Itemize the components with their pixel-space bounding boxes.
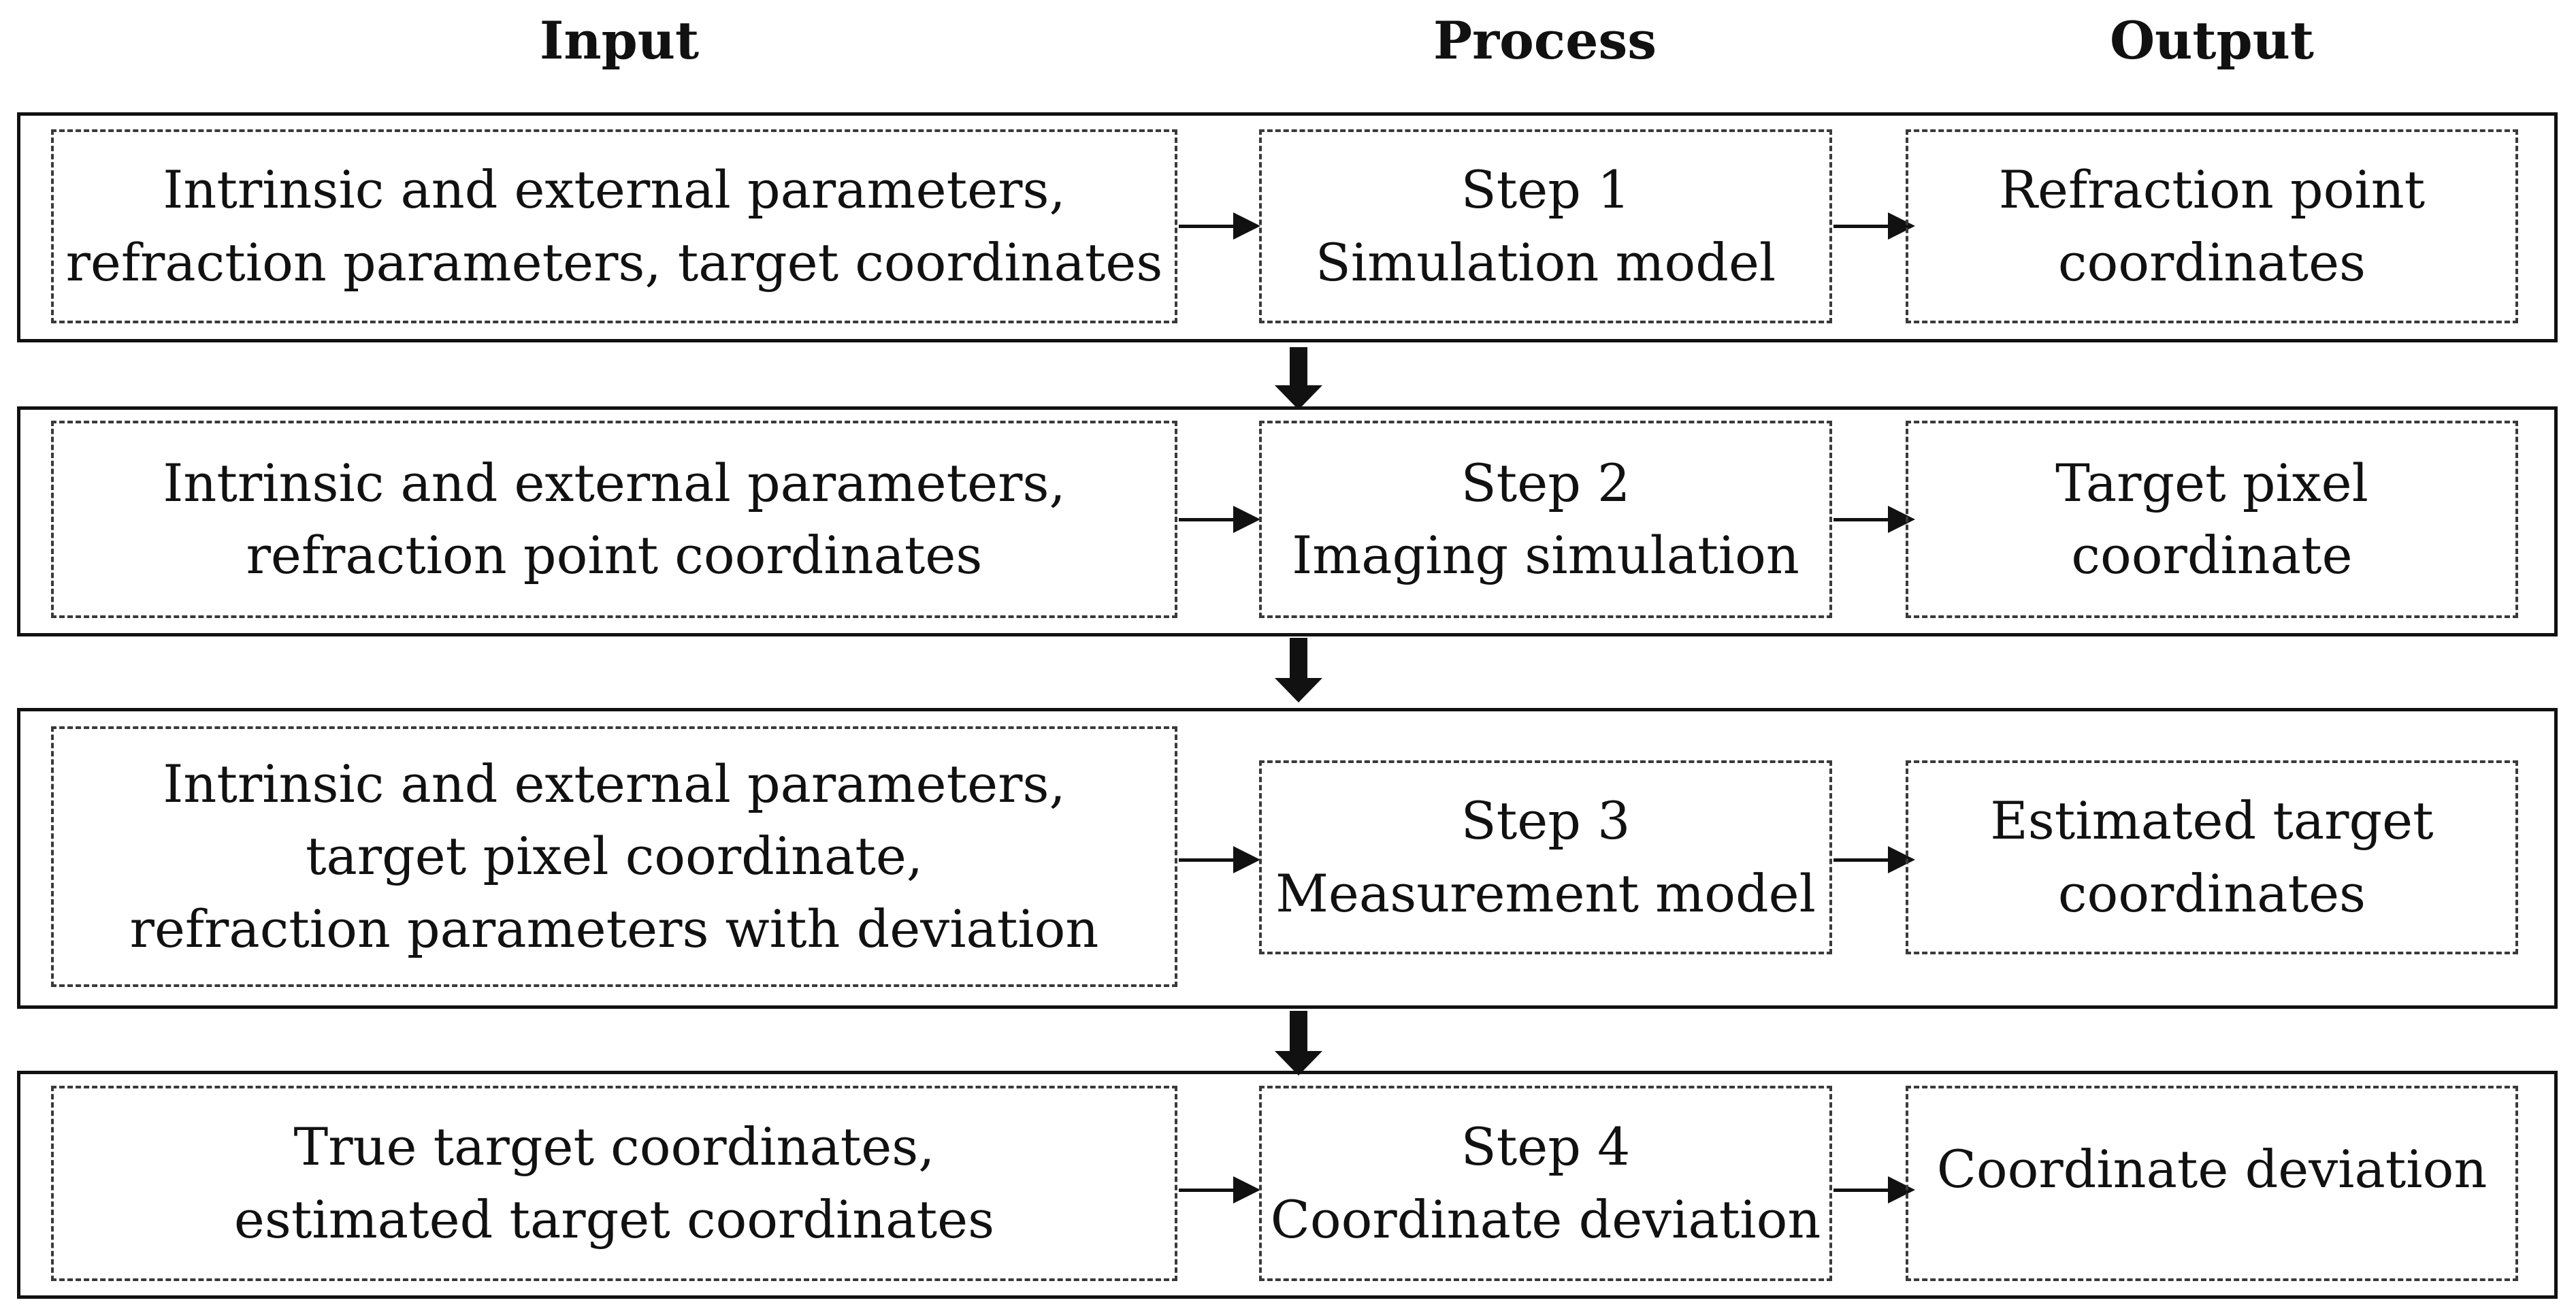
step-2-output-box: Target pixel coordinate bbox=[1906, 421, 2518, 618]
step-1-process-to-output-arrow bbox=[1833, 212, 1915, 240]
step-3-process-to-output-arrow bbox=[1833, 846, 1915, 873]
step-2-to-step-3-arrow bbox=[1275, 638, 1322, 702]
step-3-process-box: Step 3 Measurement model bbox=[1259, 760, 1832, 954]
step-1-to-step-2-arrow bbox=[1275, 347, 1322, 410]
step-1-process-box: Step 1 Simulation model bbox=[1259, 129, 1832, 323]
output-column-header: Output bbox=[2109, 10, 2315, 71]
step-3-row bbox=[17, 708, 2558, 1009]
step-3-output-box: Estimated target coordinates bbox=[1906, 760, 2518, 954]
step-2-process-box: Step 2 Imaging simulation bbox=[1259, 421, 1832, 618]
step-4-input-box: True target coordinates, estimated targe… bbox=[51, 1086, 1177, 1281]
step-4-output-box: Coordinate deviation bbox=[1906, 1086, 2518, 1281]
step-1-input-to-process-arrow bbox=[1179, 212, 1260, 240]
step-3-input-box: Intrinsic and external parameters, targe… bbox=[51, 726, 1177, 987]
process-column-header: Process bbox=[1433, 10, 1657, 71]
step-4-input-to-process-arrow bbox=[1179, 1176, 1260, 1203]
step-1-row bbox=[17, 112, 2558, 342]
step-2-row bbox=[17, 406, 2558, 636]
step-3-input-to-process-arrow bbox=[1179, 846, 1260, 873]
step-2-input-box: Intrinsic and external parameters, refra… bbox=[51, 421, 1177, 618]
step-4-process-box: Step 4 Coordinate deviation bbox=[1259, 1086, 1832, 1281]
input-column-header: Input bbox=[539, 10, 700, 71]
step-4-row bbox=[17, 1071, 2558, 1299]
step-1-input-box: Intrinsic and external parameters, refra… bbox=[51, 129, 1177, 323]
step-3-to-step-4-arrow bbox=[1275, 1011, 1322, 1076]
step-1-output-box: Refraction point coordinates bbox=[1906, 129, 2518, 323]
step-4-process-to-output-arrow bbox=[1833, 1176, 1915, 1203]
step-2-input-to-process-arrow bbox=[1179, 506, 1260, 533]
step-2-process-to-output-arrow bbox=[1833, 506, 1915, 533]
